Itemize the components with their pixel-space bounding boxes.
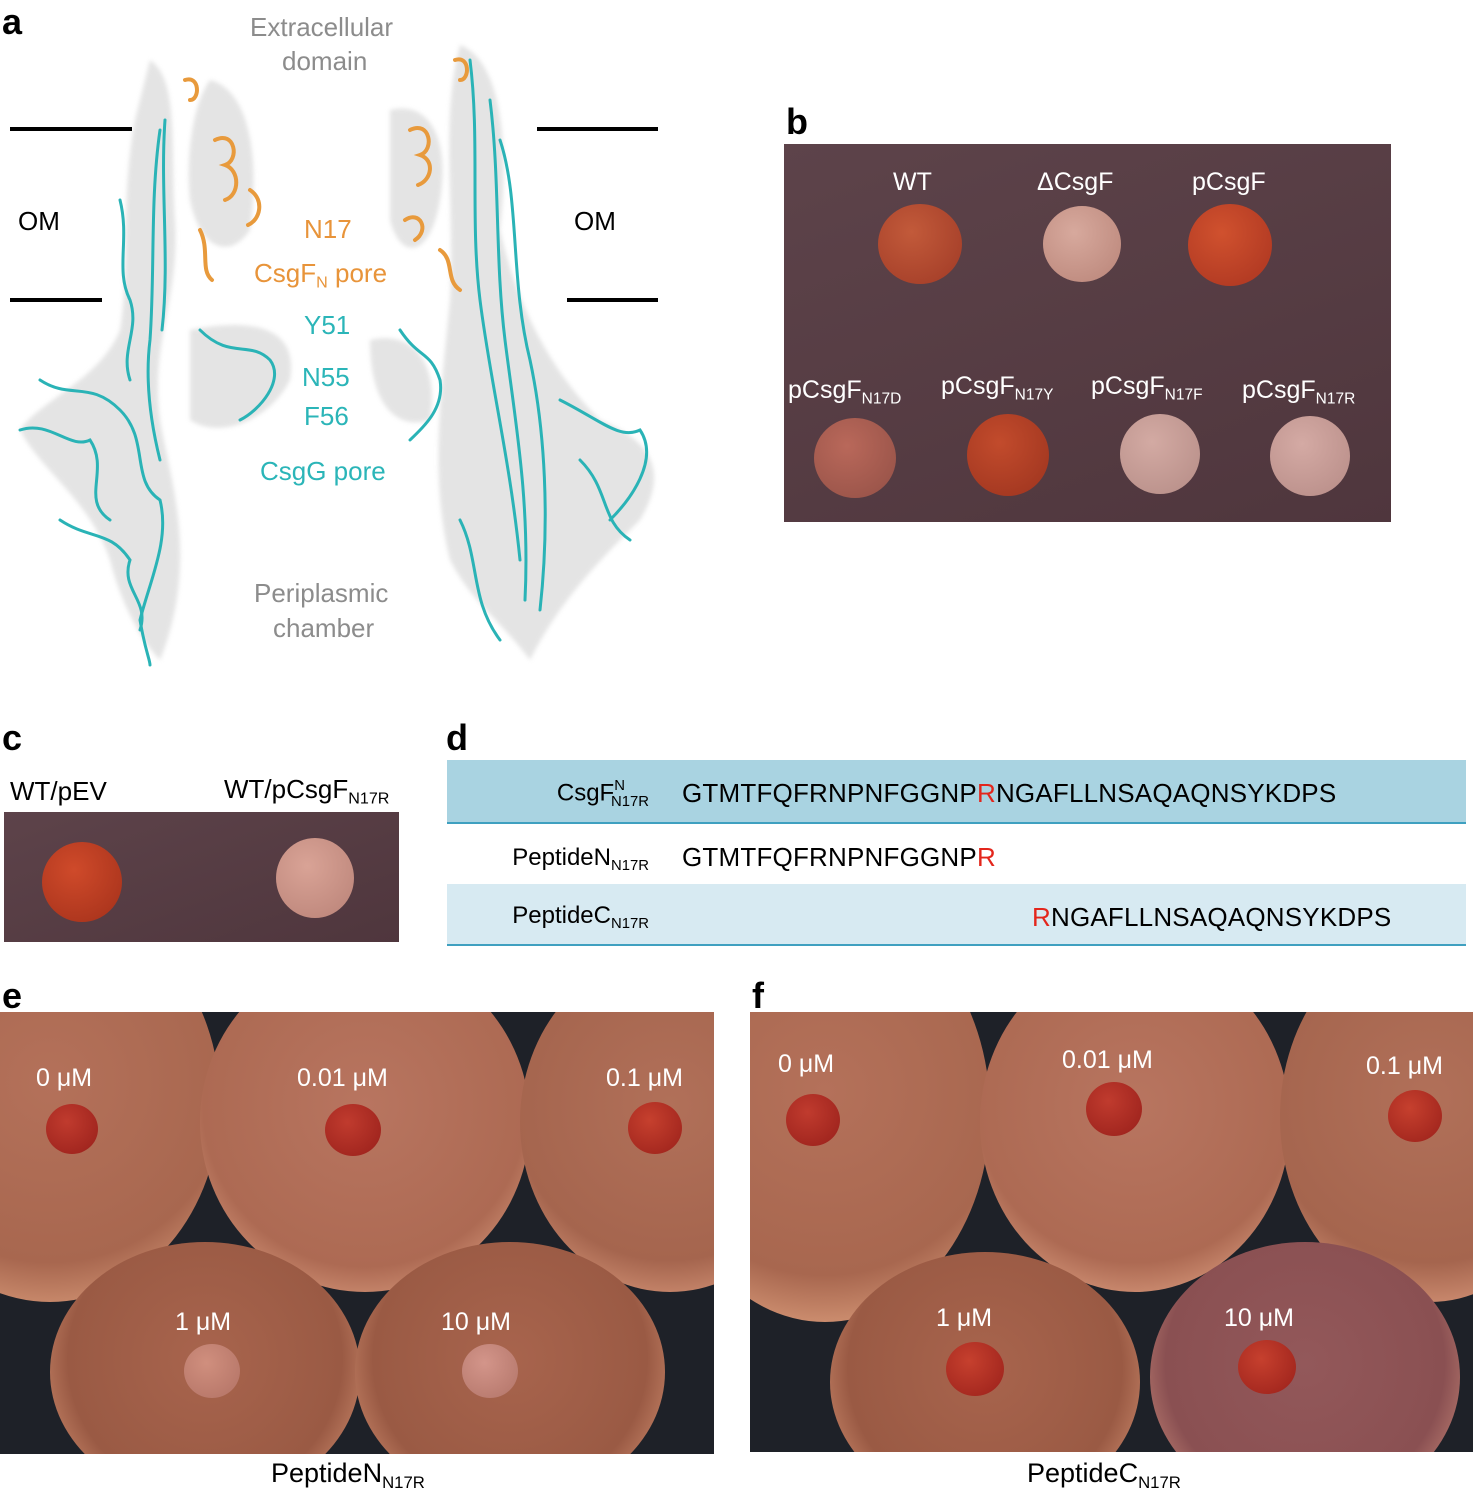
colony-f-4 xyxy=(1238,1340,1296,1394)
dish-e-4 xyxy=(355,1242,665,1454)
colony-delta-csgf xyxy=(1043,206,1121,282)
om-boundary-top-right xyxy=(537,127,658,131)
y51-label: Y51 xyxy=(304,310,351,340)
colony-n17r xyxy=(1270,416,1350,496)
colony-e-3 xyxy=(184,1344,240,1398)
sequence-label-csgfn: CsgFNN17R xyxy=(556,778,649,810)
colony-f-2 xyxy=(1388,1090,1442,1142)
conc-label-e-4: 10 μM xyxy=(441,1308,511,1336)
om-boundary-top-left xyxy=(10,127,132,131)
sequence-row-csgfn: CsgFNN17R GTMTFQFRNPNFGGNPRNGAFLLNSAQAQN… xyxy=(447,760,1466,824)
csgf-helices xyxy=(183,57,469,292)
density-map-left xyxy=(20,60,292,660)
conc-label-f-4: 10 μM xyxy=(1224,1304,1294,1332)
conc-label-e-2: 0.1 μM xyxy=(606,1064,683,1092)
panel-letter-b: b xyxy=(786,101,808,142)
csgg-ribbons-left xyxy=(18,118,277,667)
f56-label: F56 xyxy=(304,401,349,431)
sequence-label-peptidec: PeptideCN17R xyxy=(512,902,649,933)
colony-n17f xyxy=(1120,414,1200,494)
panel-letter-c: c xyxy=(2,717,23,758)
sequence-row-peptidec: PeptideCN17R RNGAFLLNSAQAQNSYKDPS xyxy=(447,884,1466,946)
panel-letter-a: a xyxy=(2,1,23,42)
sequence-text-csgfn: GTMTFQFRNPNFGGNPRNGAFLLNSAQAQNSYKDPS xyxy=(682,778,1337,808)
extracellular-label-line2: domain xyxy=(282,46,368,76)
strain-label-n17r: pCsgFN17R xyxy=(1242,376,1356,408)
om-boundary-bottom-left xyxy=(10,298,102,302)
colony-wt-pcsgf-n17r xyxy=(276,838,354,918)
photo-e xyxy=(0,1012,714,1454)
colony-n17d xyxy=(814,418,896,498)
strain-label-pcsgf: pCsgF xyxy=(1192,168,1266,196)
panel-letter-e: e xyxy=(2,975,23,1016)
colony-f-3 xyxy=(946,1342,1004,1396)
conc-label-e-1: 0.01 μM xyxy=(297,1064,388,1092)
om-label-left: OM xyxy=(18,206,60,236)
colony-e-1 xyxy=(325,1104,381,1156)
strain-label-n17f: pCsgFN17F xyxy=(1091,372,1203,404)
conc-label-f-0: 0 μM xyxy=(778,1050,835,1078)
periplasmic-label-line1: Periplasmic xyxy=(254,578,389,608)
colony-n17y xyxy=(967,414,1049,496)
sequence-text-peptiden: GTMTFQFRNPNFGGNPR xyxy=(682,842,996,872)
caption-f: PeptideCN17R xyxy=(1027,1458,1181,1492)
conc-label-f-3: 1 μM xyxy=(936,1304,993,1332)
strain-label-wt-pev: WT/pEV xyxy=(10,776,107,806)
om-label-right: OM xyxy=(574,206,616,236)
colony-wt xyxy=(878,204,962,284)
strain-label-wt-pcsgf-n17r: WT/pCsgFN17R xyxy=(224,774,390,808)
structure-illustration xyxy=(18,45,655,667)
colony-wt-pev xyxy=(42,842,122,922)
sequence-row-peptiden: PeptideNN17R GTMTFQFRNPNFGGNPR xyxy=(447,826,1466,884)
periplasmic-label-line2: chamber xyxy=(273,613,375,643)
sequence-text-peptidec: RNGAFLLNSAQAQNSYKDPS xyxy=(1032,902,1392,932)
strain-label-n17d: pCsgFN17D xyxy=(788,376,902,408)
panel-letter-f: f xyxy=(752,975,764,1016)
csgg-pore-label: CsgG pore xyxy=(260,456,386,486)
colony-f-0 xyxy=(786,1094,840,1146)
panel-letter-d: d xyxy=(446,717,468,758)
n17-label: N17 xyxy=(304,214,352,244)
colony-pcsgf xyxy=(1188,204,1272,286)
colony-e-2 xyxy=(628,1102,682,1154)
colony-f-1 xyxy=(1086,1082,1142,1136)
conc-label-e-3: 1 μM xyxy=(175,1308,232,1336)
conc-label-e-0: 0 μM xyxy=(36,1064,93,1092)
csgfn-pore-label: CsgFN pore xyxy=(254,258,388,292)
dish-f-1 xyxy=(980,1012,1290,1292)
csgg-ribbons-right xyxy=(398,58,648,642)
colony-e-4 xyxy=(462,1344,518,1398)
caption-e: PeptideNN17R xyxy=(271,1458,425,1492)
sequence-label-peptiden: PeptideNN17R xyxy=(512,844,649,875)
strain-label-wt: WT xyxy=(893,168,932,196)
n55-label: N55 xyxy=(302,362,350,392)
strain-label-n17y: pCsgFN17Y xyxy=(941,372,1054,404)
extracellular-label-line1: Extracellular xyxy=(250,12,394,42)
colony-e-0 xyxy=(46,1104,98,1154)
dish-f-4 xyxy=(1150,1242,1460,1452)
strain-label-delta-csgf: ΔCsgF xyxy=(1037,168,1114,196)
conc-label-f-1: 0.01 μM xyxy=(1062,1046,1153,1074)
conc-label-f-2: 0.1 μM xyxy=(1366,1052,1443,1080)
om-boundary-bottom-right xyxy=(567,298,658,302)
photo-f xyxy=(750,1012,1473,1452)
density-map-right xyxy=(370,45,655,660)
